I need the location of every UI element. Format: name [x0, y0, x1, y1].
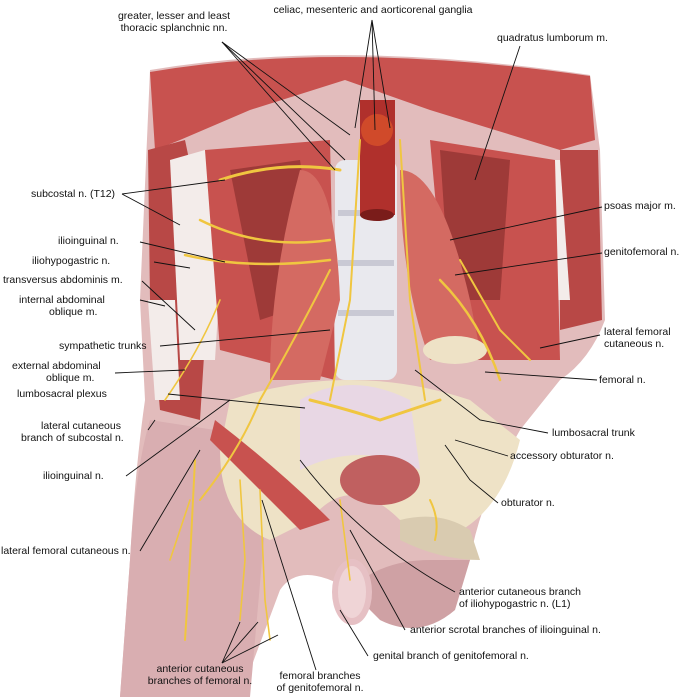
label-femoral-branches-genitofemoral: femoral branches of genitofemoral n. [276, 670, 364, 694]
label-genital-branch: genital branch of genitofemoral n. [373, 650, 529, 662]
label-sympathetic-trunks: sympathetic trunks [59, 340, 147, 352]
label-lateral-cutaneous-branch-subcostal: lateral cutaneous branch of subcostal n. [21, 420, 124, 444]
label-subcostal-nerve: subcostal n. (T12) [31, 188, 116, 200]
label-accessory-obturator: accessory obturator n. [510, 450, 614, 462]
spine [335, 100, 397, 380]
label-lateral-femoral-cutaneous-right: lateral femoral cutaneous n. [604, 326, 671, 350]
label-celiac-ganglia: celiac, mesenteric and aorticorenal gang… [273, 4, 473, 16]
label-transversus-abdominis: transversus abdominis m. [3, 274, 123, 286]
label-genitofemoral-nerve: genitofemoral n. [604, 246, 680, 258]
label-lumbosacral-plexus: lumbosacral plexus [17, 388, 107, 400]
scrotum [332, 559, 372, 625]
label-splanchnic-nerves: greater, lesser and least thoracic splan… [117, 10, 231, 34]
thigh-fold [148, 300, 330, 530]
label-iliohypogastric-nerve: iliohypogastric n. [32, 255, 111, 267]
label-anterior-cutaneous-iliohypogastric: anterior cutaneous branch of iliohypogas… [459, 586, 581, 610]
label-internal-abdominal-oblique: internal abdominal oblique m. [19, 294, 105, 318]
leader-lines [114, 19, 603, 671]
psoas-muscles [270, 170, 487, 380]
label-anterior-cutaneous-femoral: anterior cutaneous branches of femoral n… [147, 663, 253, 687]
label-external-abdominal-oblique: external abdominal oblique m. [12, 360, 101, 384]
label-ilioinguinal-upper: ilioinguinal n. [58, 235, 119, 247]
nerves [164, 139, 531, 641]
label-obturator-nerve: obturator n. [501, 497, 555, 509]
label-lateral-femoral-cutaneous-left: lateral femoral cutaneous n. [1, 545, 131, 557]
label-lumbosacral-trunk: lumbosacral trunk [552, 427, 635, 439]
label-femoral-nerve: femoral n. [599, 374, 646, 386]
label-anterior-scrotal-branches: anterior scrotal branches of ilioinguina… [410, 624, 601, 636]
label-ilioinguinal-lower: ilioinguinal n. [43, 470, 104, 482]
label-quadratus-lumborum: quadratus lumborum m. [497, 32, 608, 44]
label-psoas-major: psoas major m. [604, 200, 676, 212]
